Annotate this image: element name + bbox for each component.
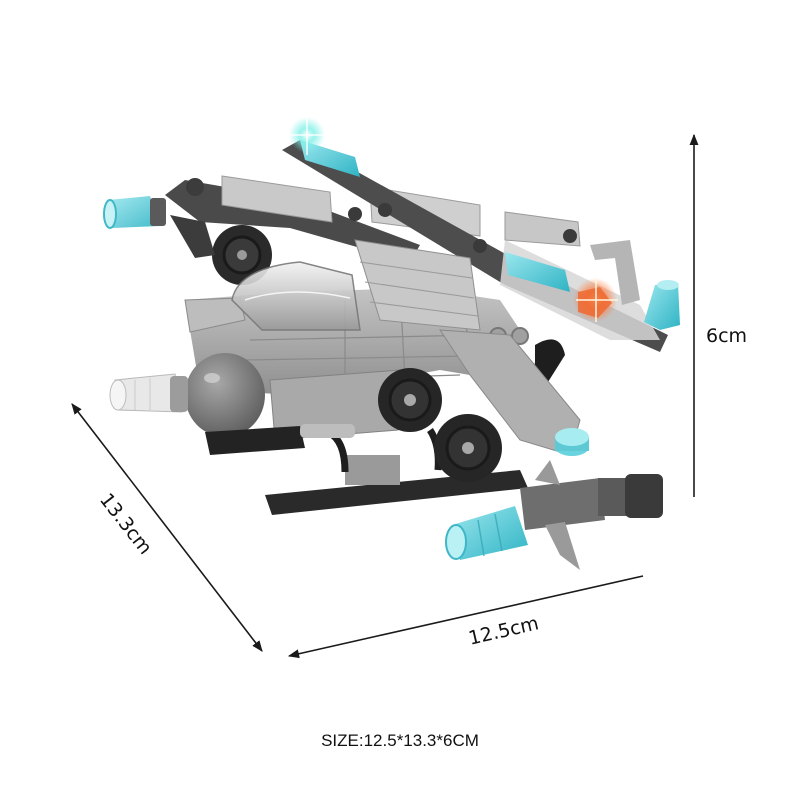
wheel-upper (378, 368, 442, 432)
right-rotor-cone (644, 280, 680, 330)
front-clear-thruster (109, 373, 188, 413)
top-tile-left (221, 175, 333, 223)
height-label: 6cm (706, 325, 748, 347)
left-thruster (103, 196, 166, 229)
missile-blue-thruster (445, 506, 528, 560)
tail-blue-stud (555, 428, 589, 456)
top-tile-right (504, 211, 581, 247)
technic-hole (511, 327, 529, 345)
nose-cone (185, 353, 265, 437)
rear-rotor-wheel (212, 225, 272, 285)
wheel-lower (434, 414, 502, 482)
width-arrow (287, 575, 644, 659)
missile (520, 460, 663, 570)
top-blue-light (287, 115, 360, 177)
orange-light (573, 278, 618, 322)
length-arrow (71, 403, 263, 652)
size-caption: SIZE:12.5*13.3*6CM (321, 731, 479, 750)
lower-side-panel (269, 369, 401, 441)
cockpit-canopy (231, 261, 361, 331)
